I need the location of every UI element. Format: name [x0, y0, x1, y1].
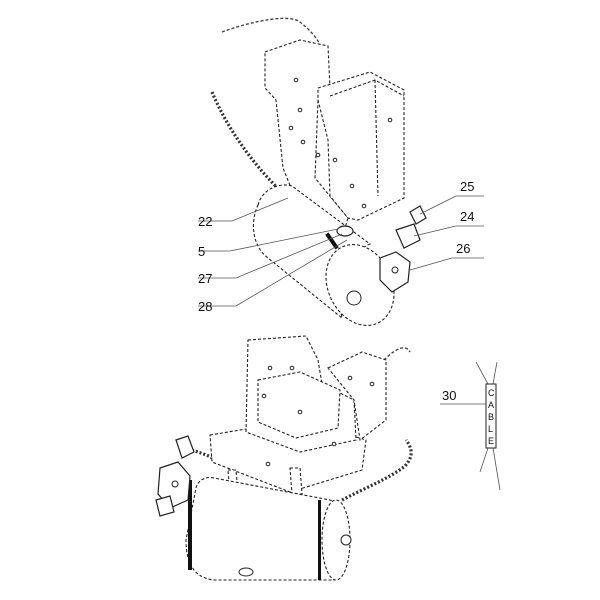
callout-25: 25 [460, 179, 474, 194]
bottom-bracket-inner [257, 371, 341, 439]
callout-27: 27 [198, 271, 212, 286]
bottom-tank-band-left [188, 480, 192, 570]
bottom-hose-top [383, 347, 411, 361]
cable-tag-wire-top-left [475, 361, 489, 385]
top-bracket-box [317, 71, 405, 221]
callout-5: 5 [198, 244, 205, 259]
top-hose-clamp [336, 225, 354, 237]
cable-tag-body [485, 383, 497, 449]
bottom-bracket-upright [327, 351, 387, 442]
top-assembly [210, 17, 427, 326]
bottom-assembly [155, 335, 413, 581]
cable-tag-letter-a: A [488, 400, 494, 410]
callout-26: 26 [456, 241, 470, 256]
top-bracket-face [329, 79, 405, 197]
callout-30: 30 [442, 388, 456, 403]
cable-tag-wire-bottom-right [492, 447, 501, 491]
callout-28: 28 [198, 299, 212, 314]
bottom-valve-fitting [155, 435, 195, 517]
cable-tag-letter-b: B [488, 412, 494, 422]
cable-tag-detail: C A B L E [440, 361, 501, 491]
top-valve-fitting [379, 205, 427, 293]
cable-tag-wire-top-right [492, 361, 498, 385]
bottom-leg-right [289, 467, 303, 495]
callout-22: 22 [198, 214, 212, 229]
bottom-hose-right [341, 439, 413, 502]
top-leaders [198, 195, 484, 307]
bottom-tank-port-end [340, 534, 352, 546]
bottom-tank-drain [238, 567, 254, 577]
top-tank-band [325, 232, 339, 250]
cable-tag-letter-c: C [488, 388, 495, 398]
top-cable [221, 17, 326, 57]
top-tank-port [346, 290, 362, 306]
callout-24: 24 [460, 209, 474, 224]
bottom-tank-band-right [318, 500, 321, 580]
cable-tag-wire-bottom-left [479, 447, 489, 473]
bottom-bracket-holes [261, 365, 375, 467]
cable-tag-letter-e: E [488, 436, 494, 446]
top-bracket-holes [288, 77, 393, 209]
bottom-air-tank-body [185, 476, 345, 581]
cable-tag-letter-l: L [488, 424, 493, 434]
